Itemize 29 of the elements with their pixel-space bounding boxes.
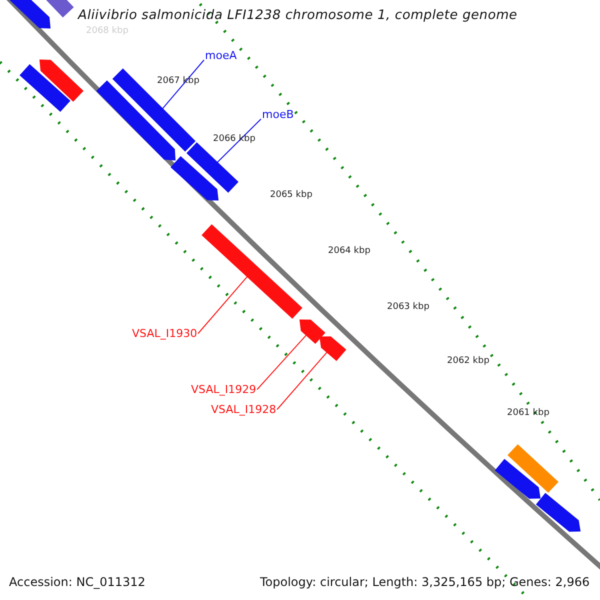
scale-label: 2064 kbp: [328, 247, 370, 256]
leader-line: [162, 60, 204, 110]
accession-text: Accession: NC_011312: [9, 576, 146, 588]
gene-bar: [202, 224, 302, 319]
leader-line: [256, 334, 307, 390]
leader-line: [276, 352, 328, 410]
gene-label: VSAL_I1930: [132, 328, 198, 339]
leader-line: [198, 276, 248, 334]
gene-bar: [508, 444, 558, 493]
gene-bar: [536, 492, 581, 532]
title: Aliivibrio salmonicida LFI1238 chromosome 1, complete genome: [78, 9, 518, 22]
genome-stats-text: Topology: circular; Length: 3,325,165 bp; Genes: 2,966: [260, 576, 590, 588]
scale-label: 2065 kbp: [270, 191, 312, 200]
scale-label: 2062 kbp: [447, 357, 490, 366]
gene-bar: [319, 336, 346, 361]
gene-bar: [39, 59, 84, 102]
gene-label: VSAL_I1928: [211, 404, 276, 415]
gene-bar: [494, 458, 541, 499]
scale-label: 2066 kbp: [213, 135, 256, 144]
scale-label: 2061 kbp: [507, 409, 550, 418]
gene-label: moeB: [262, 109, 294, 120]
gene-label: moeA: [205, 50, 237, 61]
scale-label: 2063 kbp: [387, 303, 430, 312]
gene-label: VSAL_I1929: [191, 384, 256, 395]
gene-bar: [20, 64, 70, 112]
gene-bar: [186, 142, 238, 193]
gene-bar: [299, 320, 326, 344]
gene-bar: [170, 156, 219, 201]
leader-line: [216, 118, 262, 163]
